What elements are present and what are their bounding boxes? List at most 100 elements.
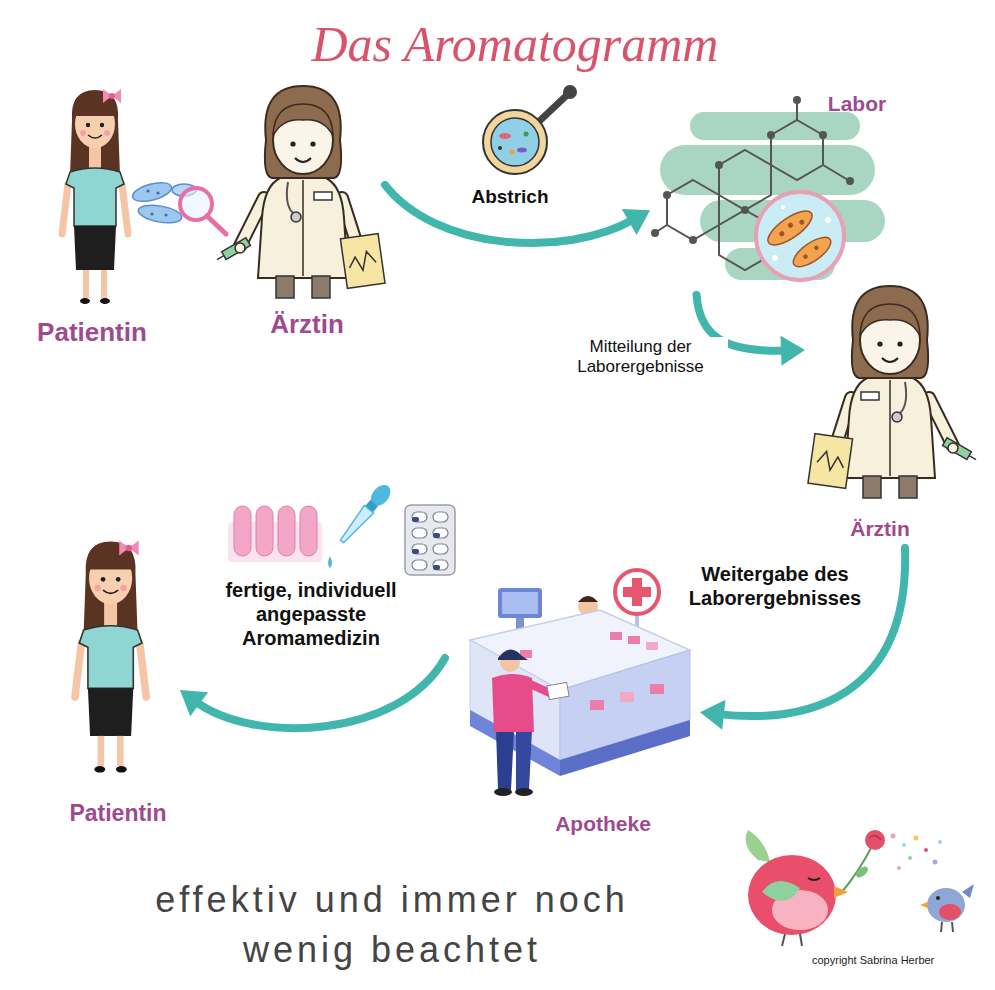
diagram-title: Das Aromatogramm <box>250 14 780 74</box>
medicine-icons <box>412 544 427 554</box>
birds-decoration <box>938 840 942 844</box>
birds-decoration <box>746 830 974 946</box>
birds-decoration <box>933 860 938 865</box>
birds-decoration <box>897 866 901 870</box>
pharmacy-illustration <box>615 570 659 614</box>
bacteria-magnifier <box>164 213 167 216</box>
figure-label: Ärztin <box>850 517 910 541</box>
petri-dish-icon <box>498 146 502 150</box>
lab-illustration <box>719 150 771 210</box>
medicine-icons <box>433 533 440 538</box>
birds-decoration <box>762 881 800 901</box>
birds-decoration <box>936 896 940 900</box>
pharmacy-illustration <box>560 720 690 776</box>
edge-label: Weitergabe des Laborergebnisses <box>678 562 872 610</box>
petri-dish-icon <box>517 148 527 153</box>
medicine-icons <box>228 481 455 575</box>
birds-decoration <box>842 846 872 892</box>
birds-decoration <box>854 864 870 879</box>
flow-arrow <box>385 185 650 243</box>
pharmacy-illustration <box>547 682 569 699</box>
pharmacy-illustration <box>515 788 533 796</box>
bacteria-magnifier <box>131 179 174 205</box>
birds-decoration <box>908 856 912 860</box>
birds-decoration <box>808 878 820 880</box>
figure-label: Ärztin <box>270 310 344 340</box>
birds-decoration <box>865 830 885 850</box>
pharmacy-illustration <box>578 596 598 602</box>
birds-decoration <box>914 836 919 841</box>
bacteria-magnifier <box>156 191 159 194</box>
medicine-icons <box>412 549 419 554</box>
lab-illustration <box>823 165 848 180</box>
medicine-icons <box>412 517 419 522</box>
petri-dish-icon <box>499 133 511 139</box>
petri-dish-icon <box>491 118 539 166</box>
pharmacy-illustration <box>470 570 690 796</box>
medicine-icons <box>278 506 295 556</box>
lab-illustration <box>789 232 835 272</box>
medicine-icons <box>328 556 332 568</box>
medicine-icons <box>405 505 455 575</box>
lab-illustration <box>756 192 844 280</box>
lab-illustration <box>772 255 778 261</box>
lab-illustration <box>667 180 719 240</box>
lab-illustration <box>771 120 823 180</box>
medicine-icons <box>412 512 427 522</box>
arrow-line <box>385 185 634 243</box>
pharmacy-figure: Apotheke <box>445 565 700 840</box>
bacteria-magnifier <box>150 212 153 215</box>
arrow-head <box>180 690 208 716</box>
patient-illustration <box>62 89 128 304</box>
bacteria-magnifier <box>207 216 226 234</box>
birds-decoration <box>924 848 928 852</box>
edge-label: Abstrich <box>460 186 560 209</box>
birds-decoration <box>920 902 928 908</box>
medicine-icons <box>433 544 448 554</box>
arrow-head <box>700 700 726 730</box>
copyright-note: copyright Sabrina Herber <box>812 953 982 967</box>
lab-illustration <box>819 131 827 139</box>
petri-dish-icon <box>524 132 529 137</box>
medicine-icons <box>433 560 448 570</box>
patient-figure: Patientin <box>55 530 180 830</box>
lab-illustration <box>715 161 723 169</box>
tagline: effektiv und immer noch wenig beachtet <box>92 875 692 975</box>
medicine-icons <box>256 506 273 556</box>
lab-illustration <box>689 236 697 244</box>
birds-decoration <box>927 888 965 922</box>
flow-arrow <box>180 658 445 728</box>
lab-illustration <box>789 232 835 272</box>
lab-illustration <box>787 222 794 229</box>
pharmacy-illustration <box>610 632 622 640</box>
figure-label: Patientin <box>37 318 147 348</box>
arrow-head <box>622 209 650 235</box>
figure-label: Apotheke <box>555 812 651 836</box>
arrow-head <box>781 336 805 366</box>
lab-illustration <box>798 219 805 226</box>
medicine-icons <box>433 528 448 538</box>
doctor-figure: Ärztin <box>225 78 385 348</box>
pharmacy-illustration <box>628 636 640 644</box>
doctor-figure: Ärztin <box>805 278 970 548</box>
lab-illustration <box>802 254 808 260</box>
lab-illustration <box>741 206 749 214</box>
petri-dish-icon <box>483 110 547 174</box>
lab-illustration <box>651 229 659 237</box>
doctor-illustration <box>215 86 385 298</box>
bacteria-magnifier <box>146 189 149 192</box>
pharmacy-illustration <box>498 588 542 618</box>
lab-illustration <box>846 177 854 185</box>
petri-dish-icon <box>563 85 577 99</box>
medicine-icons <box>234 506 251 556</box>
pharmacy-illustration <box>590 700 604 710</box>
lab-illustration <box>663 191 671 199</box>
lab-illustration <box>767 131 775 139</box>
lab-illustration <box>825 217 831 223</box>
lab-illustration <box>796 102 798 120</box>
lab-illustration <box>813 245 819 251</box>
birds-decoration <box>746 830 770 862</box>
pharmacy-illustration <box>494 788 512 796</box>
